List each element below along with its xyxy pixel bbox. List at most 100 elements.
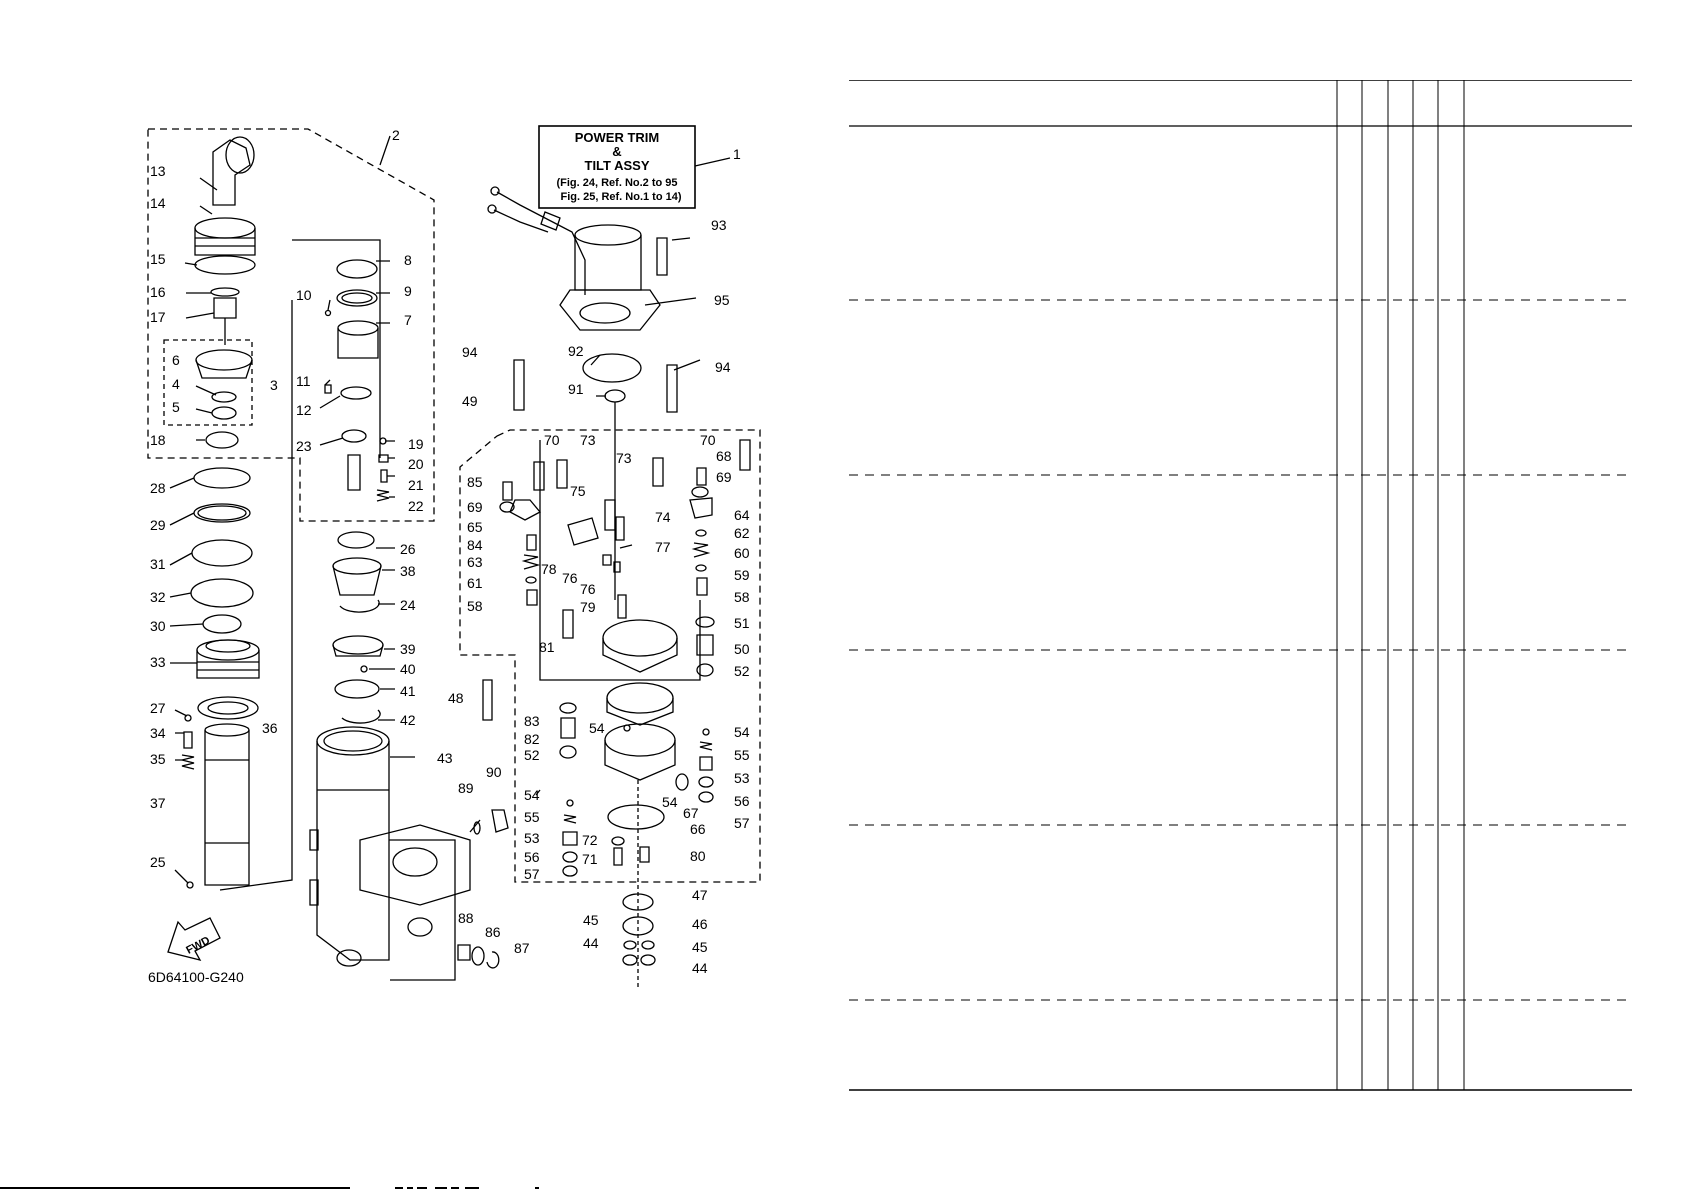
part-31-ring — [191, 539, 253, 567]
part-56-ring-left — [562, 851, 578, 863]
part-94-bolt-left — [513, 359, 525, 411]
part-44-ring-left — [622, 954, 638, 966]
callout-30: 30 — [150, 618, 166, 634]
part-59-ball — [695, 564, 707, 572]
callout-73b: 73 — [616, 450, 632, 466]
part-11-pin — [324, 384, 332, 394]
callout-36: 36 — [262, 720, 278, 736]
part-76-spring-a — [602, 554, 612, 566]
callout-22: 22 — [408, 498, 424, 514]
part-57-ring-left — [562, 865, 578, 877]
callout-52a: 52 — [524, 747, 540, 763]
callout-70b: 70 — [700, 432, 716, 448]
callout-34: 34 — [150, 725, 166, 741]
part-13-elbow — [212, 139, 251, 206]
callout-77: 77 — [655, 539, 671, 555]
part-61-ball — [525, 576, 537, 584]
callout-66: 66 — [690, 821, 706, 837]
part-84-pin — [526, 534, 537, 551]
callout-3: 3 — [270, 377, 278, 393]
part-83-ring — [559, 702, 577, 714]
part-9-ring — [336, 289, 378, 307]
callout-46: 46 — [692, 916, 708, 932]
callout-55b: 55 — [734, 747, 750, 763]
part-58-pin-left — [526, 589, 538, 606]
callout-58a: 58 — [467, 598, 483, 614]
callout-79: 79 — [580, 599, 596, 615]
part-45-ring-left — [623, 940, 637, 950]
part-85-pin — [502, 481, 513, 501]
callout-8: 8 — [404, 252, 412, 268]
diagram-code: 6D64100-G240 — [148, 969, 244, 985]
part-28-ring — [193, 467, 251, 489]
part-74-bolt — [615, 516, 625, 541]
part-27-ball — [184, 714, 192, 722]
callout-14: 14 — [150, 195, 166, 211]
part-51-ring — [695, 616, 715, 628]
part-55-spring-right — [699, 741, 713, 751]
part-14-cap — [194, 217, 256, 239]
part-68-bolt — [696, 467, 707, 486]
part-8-ring — [336, 259, 378, 279]
callout-28: 28 — [150, 480, 166, 496]
callout-49: 49 — [462, 393, 478, 409]
callout-19: 19 — [408, 436, 424, 452]
page-footer-marks — [395, 1187, 539, 1189]
part-65-bracket — [509, 499, 542, 521]
callout-42: 42 — [400, 712, 416, 728]
callout-89: 89 — [458, 780, 474, 796]
callout-45b: 45 — [692, 939, 708, 955]
part-26-ring — [337, 531, 375, 549]
part-64-bracket — [689, 497, 713, 519]
part-93-bolt — [656, 237, 668, 276]
callout-24: 24 — [400, 597, 416, 613]
callout-27: 27 — [150, 700, 166, 716]
assy-49-dashed-outline — [459, 429, 761, 883]
part-67-seal — [675, 773, 689, 791]
part-57-ring-right — [698, 791, 714, 803]
part-79-pin — [617, 594, 627, 619]
part-66-plate — [607, 804, 665, 830]
callout-55a: 55 — [524, 809, 540, 825]
callout-56a: 56 — [524, 849, 540, 865]
part-7-cylinder — [337, 320, 379, 336]
callout-50: 50 — [734, 641, 750, 657]
part-48-bolt — [482, 679, 493, 721]
callout-35: 35 — [150, 751, 166, 767]
callout-26: 26 — [400, 541, 416, 557]
part-35-spring — [181, 754, 195, 770]
callout-5: 5 — [172, 399, 180, 415]
part-42-clip — [341, 709, 381, 724]
part-69-washer-left — [499, 501, 515, 513]
callout-6: 6 — [172, 352, 180, 368]
part-69-washer-right — [691, 486, 709, 498]
part-24-clip — [339, 599, 380, 613]
part-1-wires — [496, 191, 586, 295]
part-52-seal-right — [696, 663, 714, 677]
callout-61: 61 — [467, 575, 483, 591]
part-20-pin — [378, 454, 389, 463]
part-17-bush — [213, 297, 237, 319]
callout-64: 64 — [734, 507, 750, 523]
part-63-spring — [521, 554, 541, 570]
callout-44a: 44 — [583, 935, 599, 951]
callout-59: 59 — [734, 567, 750, 583]
callout-33: 33 — [150, 654, 166, 670]
callout-29: 29 — [150, 517, 166, 533]
part-88-plug — [457, 944, 471, 961]
part-80-bolt — [639, 846, 650, 863]
valve-block-mid — [606, 682, 674, 714]
callout-41: 41 — [400, 683, 416, 699]
exploded-parts-diagram: POWER TRIM & TILT ASSY (Fig. 24, Ref. No… — [147, 125, 761, 990]
part-87-clip — [486, 951, 500, 969]
part-16-ring — [210, 287, 240, 297]
part-72-ring — [611, 836, 625, 846]
part-60-spring — [691, 542, 711, 558]
inner-frame-left — [219, 300, 293, 891]
part-56-ring-right — [698, 776, 714, 788]
callout-16: 16 — [150, 284, 166, 300]
valve-block-upper — [602, 619, 678, 657]
title-line-5: Fig. 25, Ref. No.1 to 14) — [560, 191, 681, 203]
part-50-valve — [696, 634, 714, 656]
part-82-valve — [560, 717, 576, 739]
